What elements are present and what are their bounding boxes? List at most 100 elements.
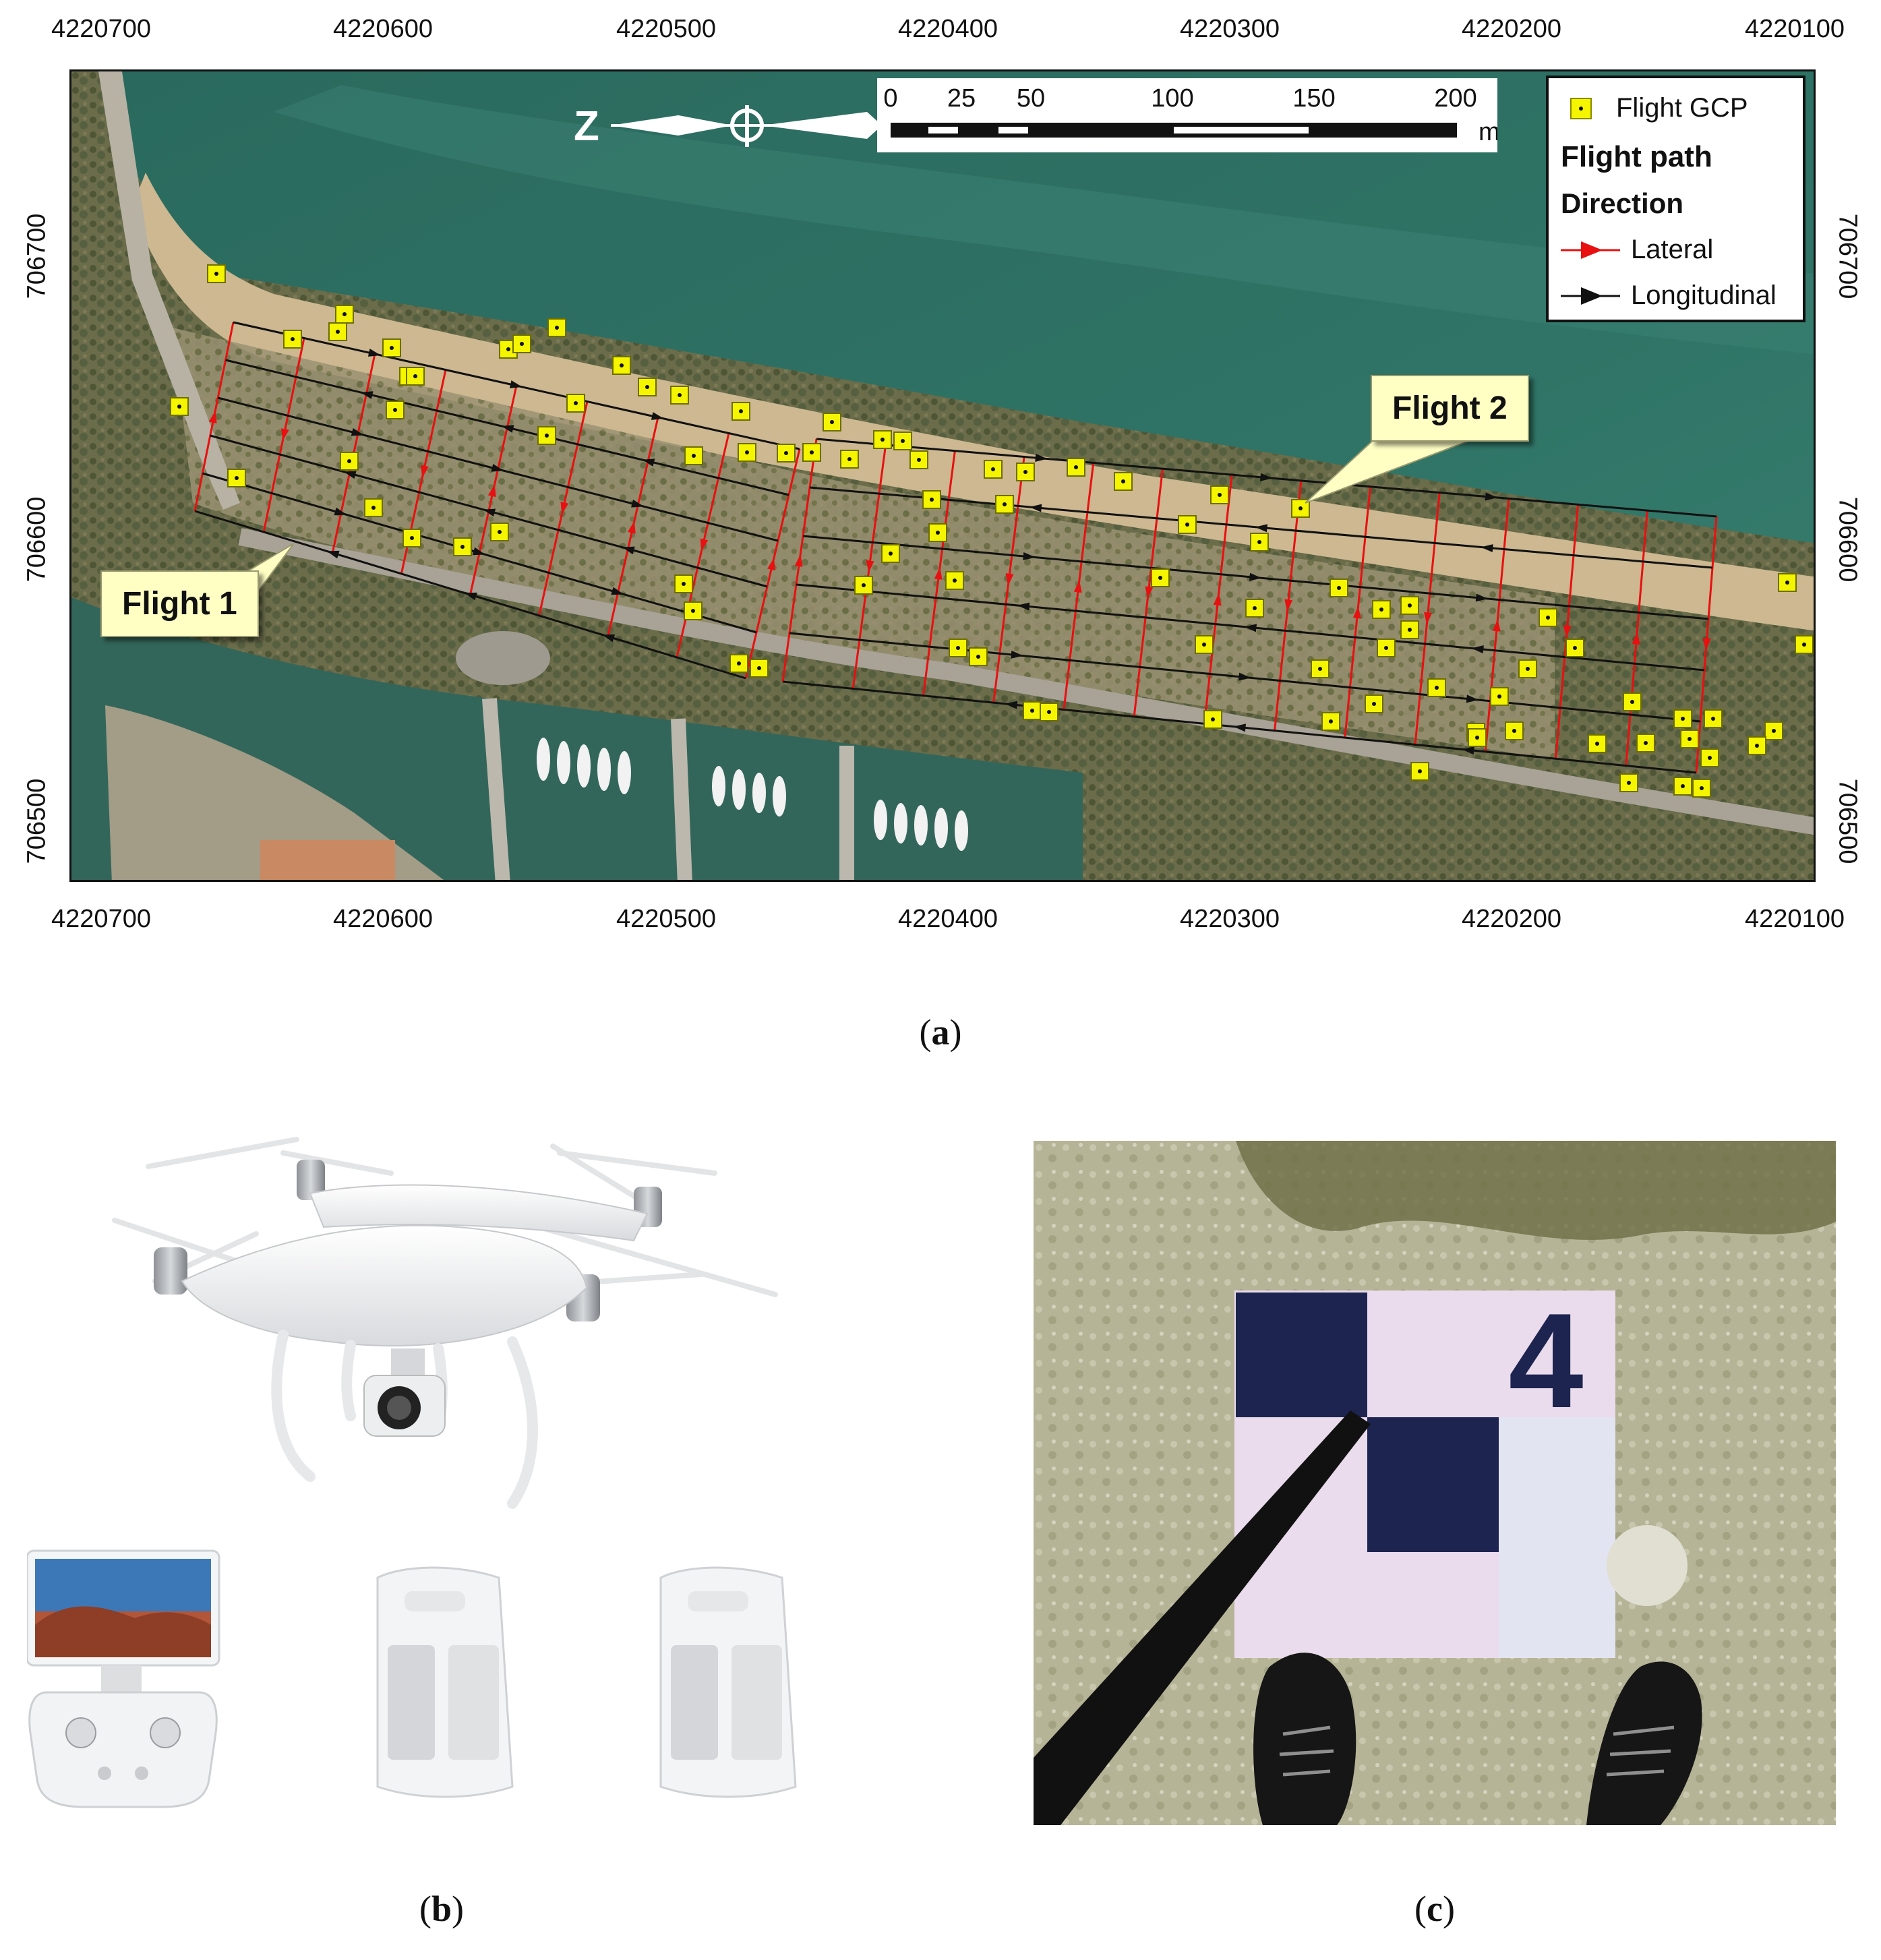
flight-arrow	[1485, 492, 1498, 501]
top-tick: 4220300	[1180, 15, 1280, 43]
right-tick: 706600	[1833, 496, 1862, 583]
gcp-marker	[674, 574, 693, 593]
gcp-marker	[170, 397, 189, 416]
gcp-markers	[170, 264, 1814, 798]
beach	[132, 173, 1814, 631]
bottom-tick: 4220500	[616, 905, 716, 933]
gcp-marker	[1321, 712, 1340, 731]
gcp-marker	[729, 654, 748, 673]
flight-arrow	[1029, 504, 1042, 512]
gcp-marker	[364, 498, 383, 517]
longitudinal-arrow-icon	[1561, 287, 1620, 305]
flight-arrow	[1233, 723, 1247, 732]
flight-arrow	[602, 634, 616, 643]
gcp-marker	[1636, 734, 1655, 752]
flight-arrow	[472, 547, 485, 556]
flight-arrow	[487, 484, 496, 498]
bottom-tick: 4220400	[898, 905, 998, 933]
flight-paths	[193, 321, 1718, 774]
gcp-marker	[1400, 596, 1419, 615]
left-tick: 706700	[22, 213, 51, 299]
gcp-marker	[823, 413, 841, 432]
flight-arrow	[866, 560, 874, 573]
bottom-tick: 4220700	[51, 905, 151, 933]
top-tick: 4220100	[1745, 15, 1845, 43]
scale-label: 100	[1151, 84, 1193, 113]
flight-arrow	[1011, 650, 1023, 659]
gcp-marker	[402, 529, 421, 547]
scale-label: 150	[1292, 84, 1335, 113]
target-number: 4	[1508, 1286, 1583, 1436]
flight-arrow	[1073, 580, 1082, 593]
flight-arrow	[767, 558, 775, 571]
gcp-marker	[777, 444, 796, 463]
top-tick: 4220500	[616, 15, 716, 43]
gcp-marker	[732, 402, 750, 421]
gcp-marker	[1203, 710, 1222, 729]
gcp-marker	[750, 659, 769, 678]
flight-arrow	[367, 349, 381, 357]
flight-arrow	[651, 412, 664, 420]
gcp-marker	[1588, 734, 1607, 753]
gcp-marker	[1365, 694, 1383, 713]
gcp-marker	[1311, 659, 1330, 678]
gcp-marker	[1490, 687, 1509, 706]
gcp-marker	[612, 356, 631, 375]
flight-arrow	[1481, 544, 1493, 553]
flight-arrow	[326, 550, 340, 559]
flight-arrow	[631, 499, 645, 508]
flight-arrow	[334, 507, 347, 516]
flight-arrow	[1260, 473, 1273, 481]
gcp-marker	[1410, 762, 1429, 781]
gcp-marker	[340, 452, 359, 471]
flight-arrow	[1005, 573, 1014, 586]
gcp-marker	[1748, 736, 1766, 755]
gcp-marker	[1427, 678, 1446, 697]
left-tick: 706500	[22, 778, 51, 864]
battery-icon	[376, 1566, 514, 1798]
flight-arrow	[1462, 746, 1474, 755]
north-letter: Z	[574, 103, 599, 150]
gcp-marker	[1151, 568, 1170, 587]
gcp-marker	[1764, 721, 1783, 740]
gcp-target-board: 4	[1234, 1286, 1615, 1658]
gcp-marker	[490, 523, 509, 541]
flight-arrow	[360, 391, 374, 399]
bottom-tick: 4220600	[333, 905, 433, 933]
gcp-marker	[873, 430, 892, 449]
gcp-marker	[1704, 709, 1723, 728]
gcp-marker	[893, 432, 912, 450]
gcp-marker	[328, 322, 347, 341]
gcp-marker	[638, 378, 657, 396]
gcp-marker	[1016, 463, 1035, 481]
gcp-marker	[386, 400, 405, 419]
flight-arrow	[1023, 552, 1036, 560]
flight-arrow	[794, 554, 803, 567]
flight-arrow	[622, 546, 635, 555]
battery-icon	[659, 1566, 797, 1798]
gcp-marker	[1245, 599, 1264, 618]
gcp-marker	[984, 460, 1003, 479]
scale-label: 50	[1017, 84, 1045, 113]
gcp-marker	[1795, 635, 1814, 654]
flight-arrow	[1471, 645, 1484, 654]
legend-direction-heading: Direction	[1561, 187, 1684, 219]
flight-arrow	[509, 380, 522, 388]
scale-label: 0	[883, 84, 897, 113]
flight-arrow	[351, 427, 364, 436]
gcp-marker	[922, 490, 941, 509]
gcp-marker	[840, 450, 859, 469]
gcp-marker	[945, 571, 964, 590]
gcp-target-photo: 4	[1034, 1141, 1836, 1825]
flight-arrow	[1492, 619, 1501, 632]
flight-arrow	[1238, 672, 1251, 681]
flight-arrow	[1145, 586, 1154, 599]
gcp-marker	[1692, 779, 1711, 798]
caption-a: (a)	[919, 1012, 962, 1052]
flight-arrow	[343, 471, 357, 479]
flight-arrow	[628, 521, 636, 534]
remote-controller-icon	[26, 1549, 220, 1808]
gcp-marker	[1778, 573, 1797, 592]
aerial-map: Z 0 25 50 100 150 200 m	[69, 69, 1816, 882]
shoes-icon	[1253, 1653, 1702, 1825]
